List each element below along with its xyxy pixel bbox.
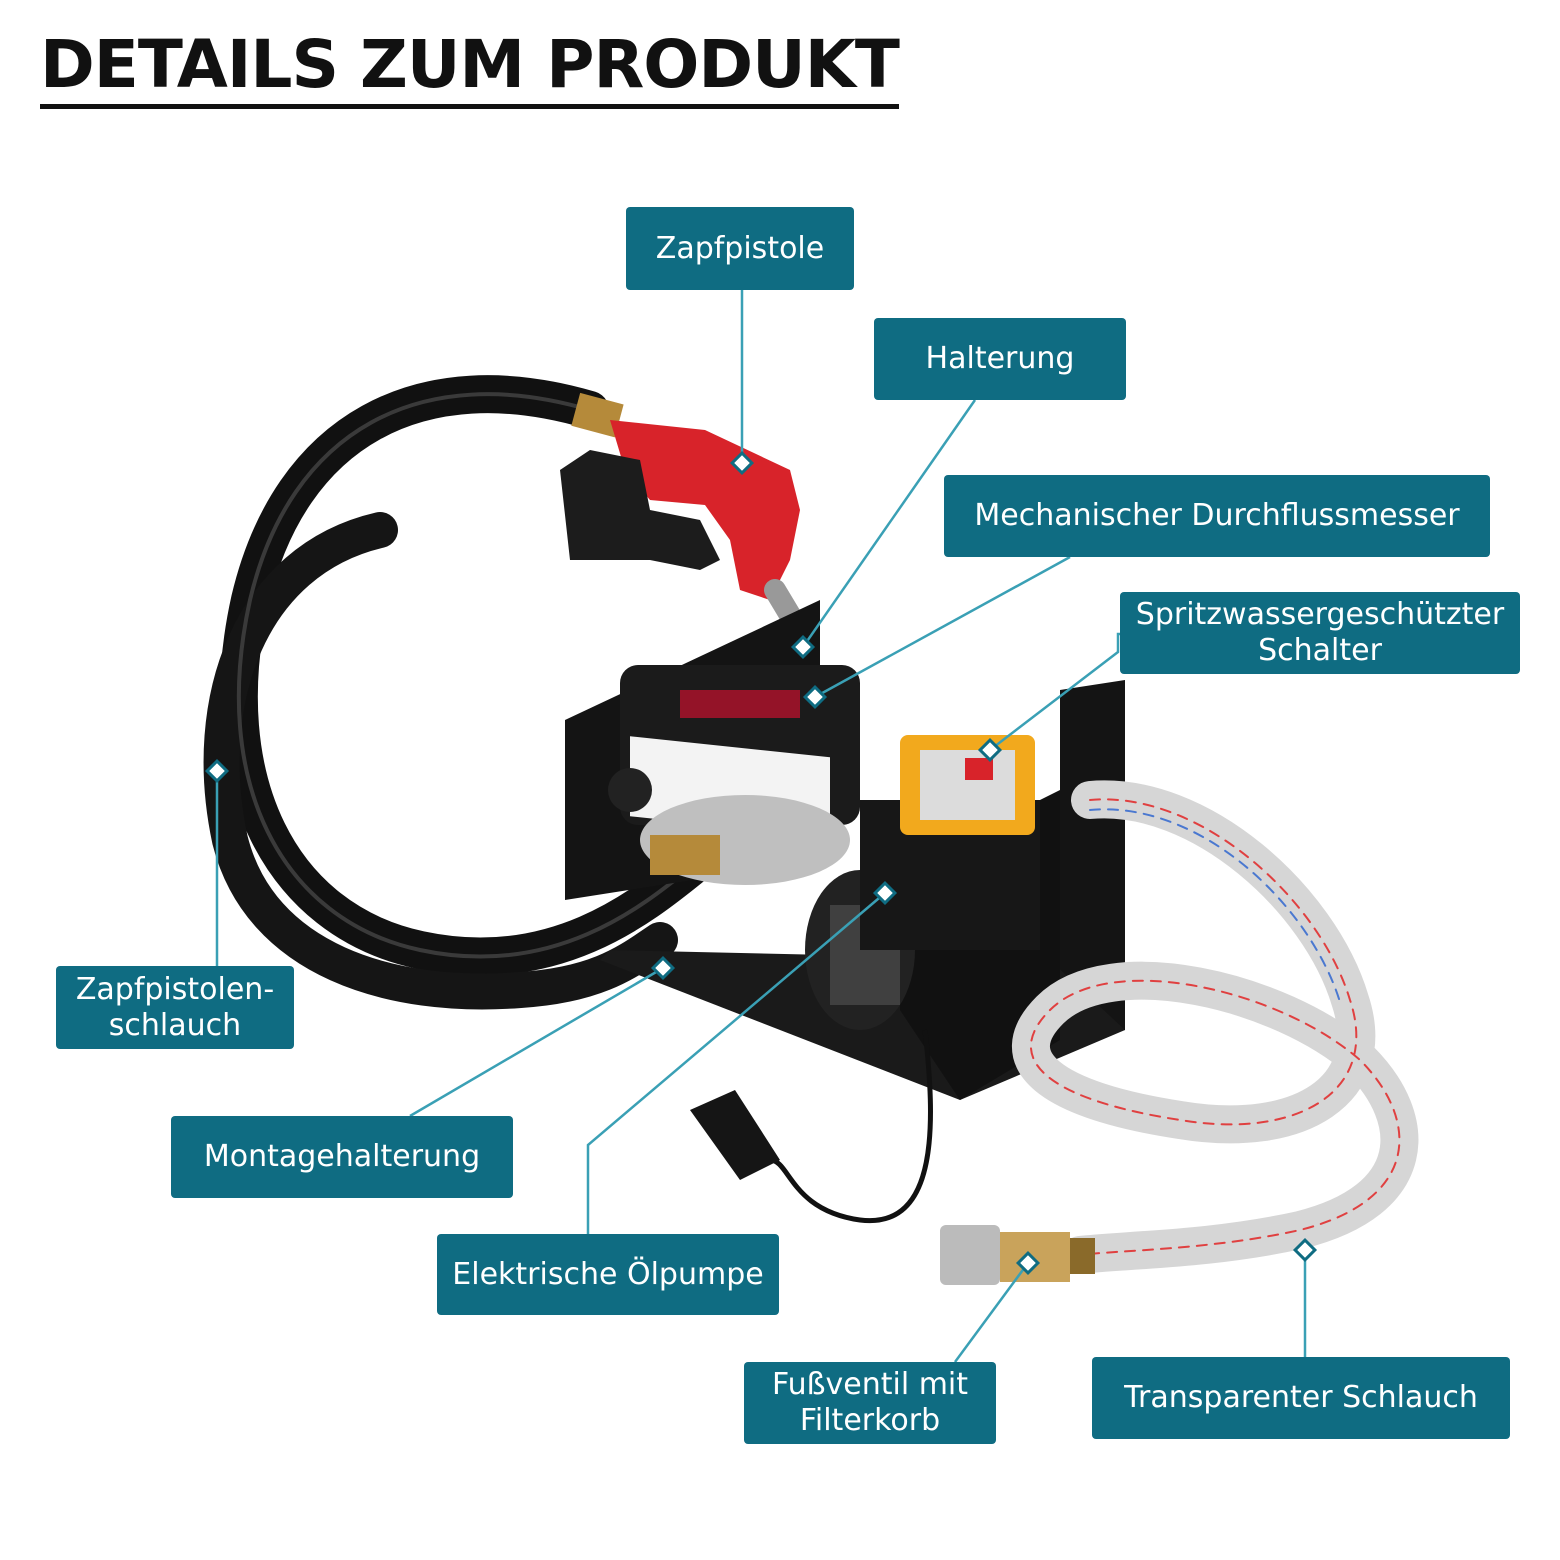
marker-points <box>204 450 1318 1276</box>
foot-valve-drawing <box>940 1225 1095 1285</box>
marker-zapfpistole <box>729 450 755 476</box>
label-schalter: Spritzwassergeschützter Schalter <box>1120 592 1520 674</box>
nozzle-hose-drawing <box>203 375 719 1010</box>
label-halterung: Halterung <box>874 318 1126 400</box>
marker-schalter <box>977 737 1003 763</box>
marker-halterung <box>790 634 816 660</box>
nozzle-drawing <box>560 392 816 651</box>
label-montagehalterung: Montagehalterung <box>171 1116 513 1198</box>
flow-meter-drawing <box>608 665 860 885</box>
electric-pump-drawing <box>805 735 1040 1030</box>
label-schlauch: Transparenter Schlauch <box>1092 1357 1510 1439</box>
label-fussventil: Fußventil mit Filterkorb <box>744 1362 996 1444</box>
marker-oelpumpe <box>872 880 898 906</box>
marker-montagehalterung <box>650 955 676 981</box>
label-oelpumpe: Elektrische Ölpumpe <box>437 1234 779 1315</box>
marker-zapfpistolenschlauch <box>204 758 230 784</box>
marker-fussventil <box>1015 1250 1041 1276</box>
power-plug-drawing <box>690 1029 933 1224</box>
page-title: DETAILS ZUM PRODUKT <box>40 28 900 109</box>
marker-durchflussmesser <box>802 684 828 710</box>
transparent-hose-drawing <box>1012 780 1419 1274</box>
label-zapfpistolenschlauch: Zapfpistolen- schlauch <box>56 966 294 1049</box>
marker-schlauch <box>1292 1237 1318 1263</box>
label-durchflussmesser: Mechanischer Durchflussmesser <box>944 475 1490 557</box>
label-zapfpistole: Zapfpistole <box>626 207 854 290</box>
